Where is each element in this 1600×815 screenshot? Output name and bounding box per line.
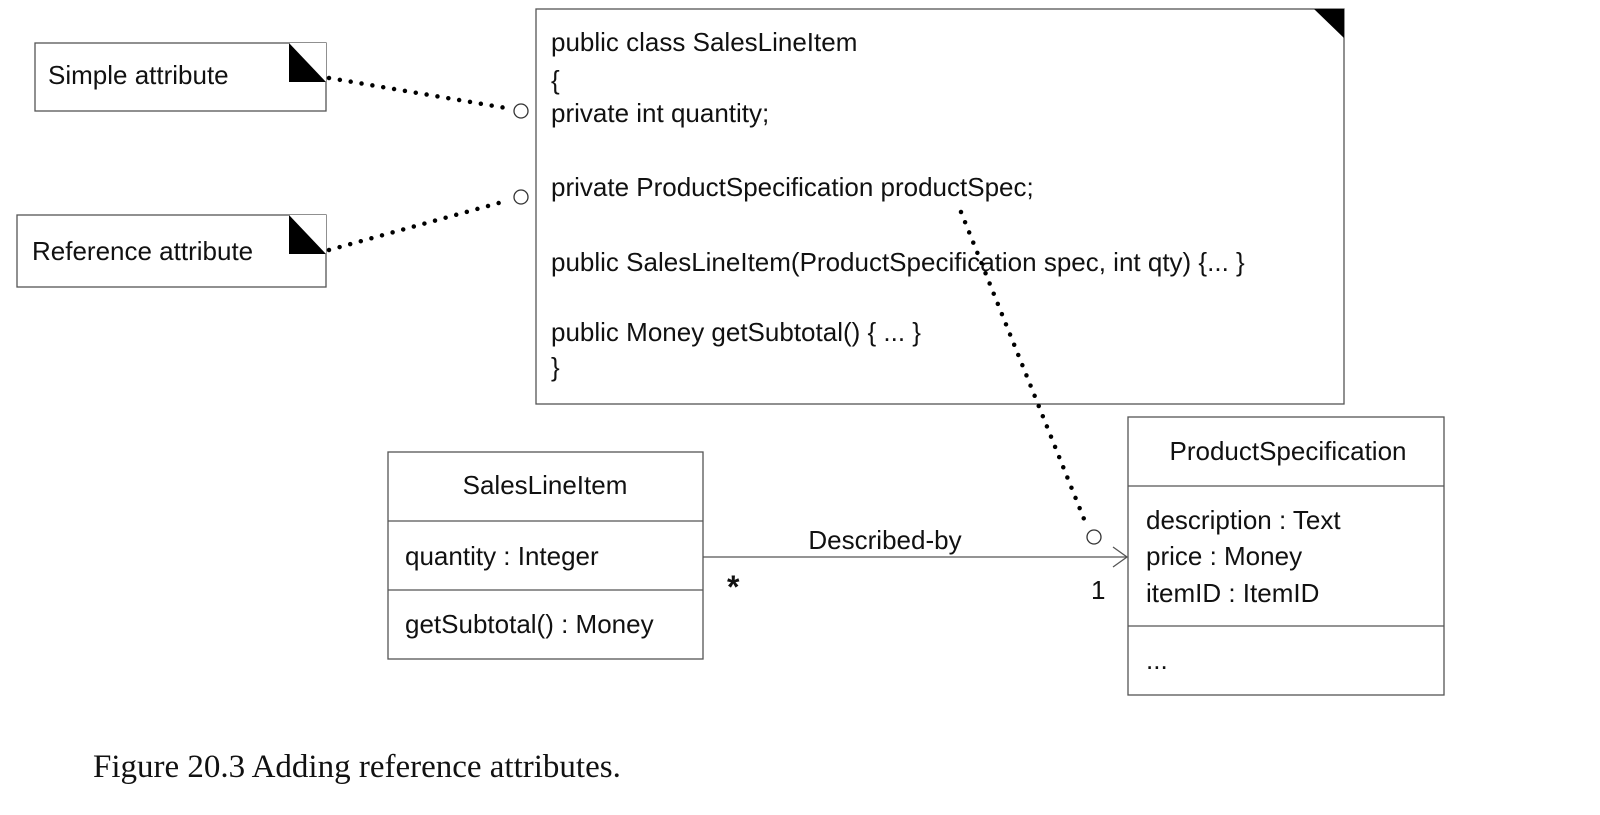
figure-caption: Figure 20.3 Adding reference attributes.	[93, 749, 621, 785]
note-corner-icon	[1314, 9, 1344, 38]
association-described-by: Described-by * 1	[703, 525, 1129, 605]
multiplicity-target: 1	[1091, 575, 1105, 605]
code-line: public Money getSubtotal() { ... }	[551, 317, 921, 347]
reference-attribute-note: Reference attribute	[16, 214, 327, 288]
reference-attribute-label: Reference attribute	[32, 236, 253, 266]
association-label: Described-by	[808, 525, 961, 555]
simple-attribute-connector	[326, 75, 509, 111]
multiplicity-source: *	[727, 569, 740, 605]
code-line: public class SalesLineItem	[551, 27, 857, 57]
class-operation: getSubtotal() : Money	[405, 609, 654, 639]
class-name: SalesLineItem	[463, 470, 628, 500]
note-corner-icon	[289, 43, 326, 82]
connector-endpoint	[1086, 529, 1102, 545]
connector-endpoint	[513, 189, 529, 205]
arrowhead-icon	[1112, 546, 1129, 568]
code-line: }	[551, 352, 560, 382]
code-line: private int quantity;	[551, 98, 769, 128]
code-note: public class SalesLineItem { private int…	[535, 8, 1345, 405]
productspec-connector	[958, 209, 1089, 527]
note-corner-icon	[289, 215, 326, 254]
code-line: {	[551, 65, 560, 95]
code-line: public SalesLineItem(ProductSpecificatio…	[551, 247, 1245, 277]
reference-attribute-connector	[326, 198, 509, 253]
code-line: private ProductSpecification productSpec…	[551, 172, 1034, 202]
class-attribute: itemID : ItemID	[1146, 578, 1319, 608]
class-operations: ...	[1146, 645, 1168, 675]
class-product-specification: ProductSpecification description : Text …	[1127, 416, 1445, 696]
class-attribute: description : Text	[1146, 505, 1341, 535]
simple-attribute-note: Simple attribute	[34, 42, 327, 112]
connector-endpoint	[513, 103, 529, 119]
class-sales-line-item: SalesLineItem quantity : Integer getSubt…	[387, 451, 704, 660]
class-attribute: price : Money	[1146, 541, 1302, 571]
simple-attribute-label: Simple attribute	[48, 60, 229, 90]
class-attribute: quantity : Integer	[405, 541, 599, 571]
class-name: ProductSpecification	[1169, 436, 1406, 466]
